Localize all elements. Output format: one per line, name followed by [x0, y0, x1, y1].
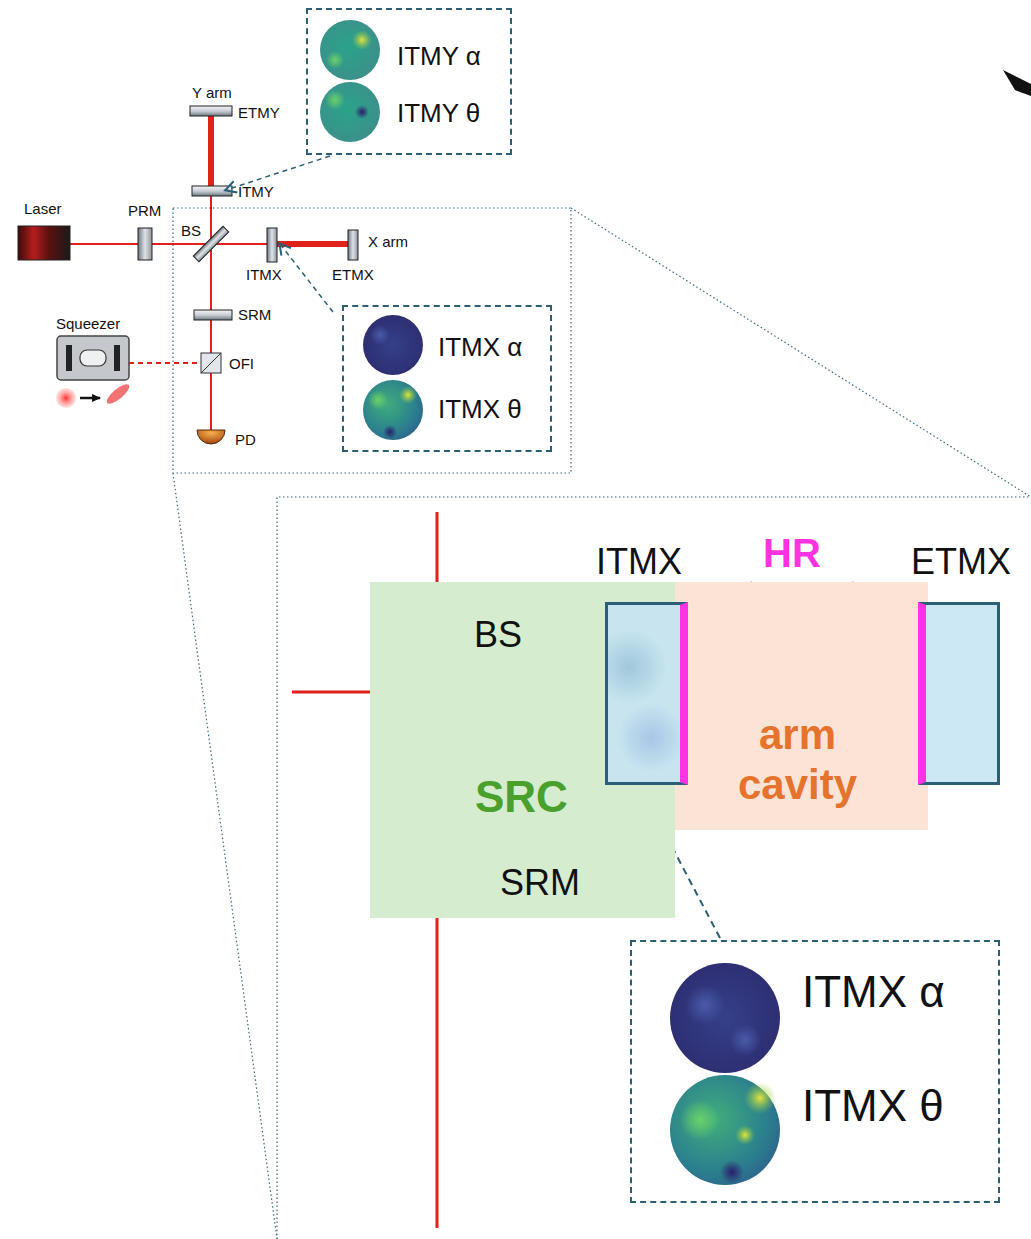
node-text: ITMX α	[802, 967, 945, 1018]
part-label: ETMY	[238, 104, 280, 121]
input-mirror: ITMX	[605, 602, 688, 785]
part-label: SRM	[238, 306, 271, 323]
part-label: PRM	[128, 202, 161, 219]
node-text: arm cavity	[675, 710, 920, 810]
part-label: BS	[181, 222, 201, 239]
callout-box: ITMY α ITMY θ	[306, 8, 512, 155]
part-label: Squeezer	[56, 315, 120, 332]
part-label: PD	[235, 431, 256, 448]
node-text: ITMY α	[397, 42, 481, 72]
part-label: ITMY	[238, 183, 274, 200]
part-label: Y arm	[192, 84, 232, 101]
node-text: ITMX θ	[802, 1081, 944, 1132]
part-label: OFI	[229, 355, 254, 372]
part-label: ITMX	[246, 266, 282, 283]
part-label: ETMX	[332, 266, 374, 283]
node-text: ITMX θ	[438, 395, 522, 425]
node-text: ITMX α	[438, 333, 522, 363]
part-label: HR	[763, 530, 821, 576]
node-text: ITMY θ	[397, 99, 480, 129]
callout-box: ITMX α ITMX θ	[342, 305, 552, 452]
node-text: ITMX	[596, 541, 682, 582]
callout-box: ITMX α ITMX θ	[630, 940, 1000, 1203]
part-label: X arm	[368, 233, 408, 250]
arm-cavity-region: arm cavity	[675, 582, 928, 830]
part-label: BS	[474, 614, 522, 655]
part-label: Laser	[24, 200, 62, 217]
node-text: SRC	[475, 772, 568, 823]
end-mirror: ETMX	[918, 602, 1000, 785]
part-label: SRM	[500, 862, 580, 903]
node-text: ETMX	[911, 541, 1011, 582]
